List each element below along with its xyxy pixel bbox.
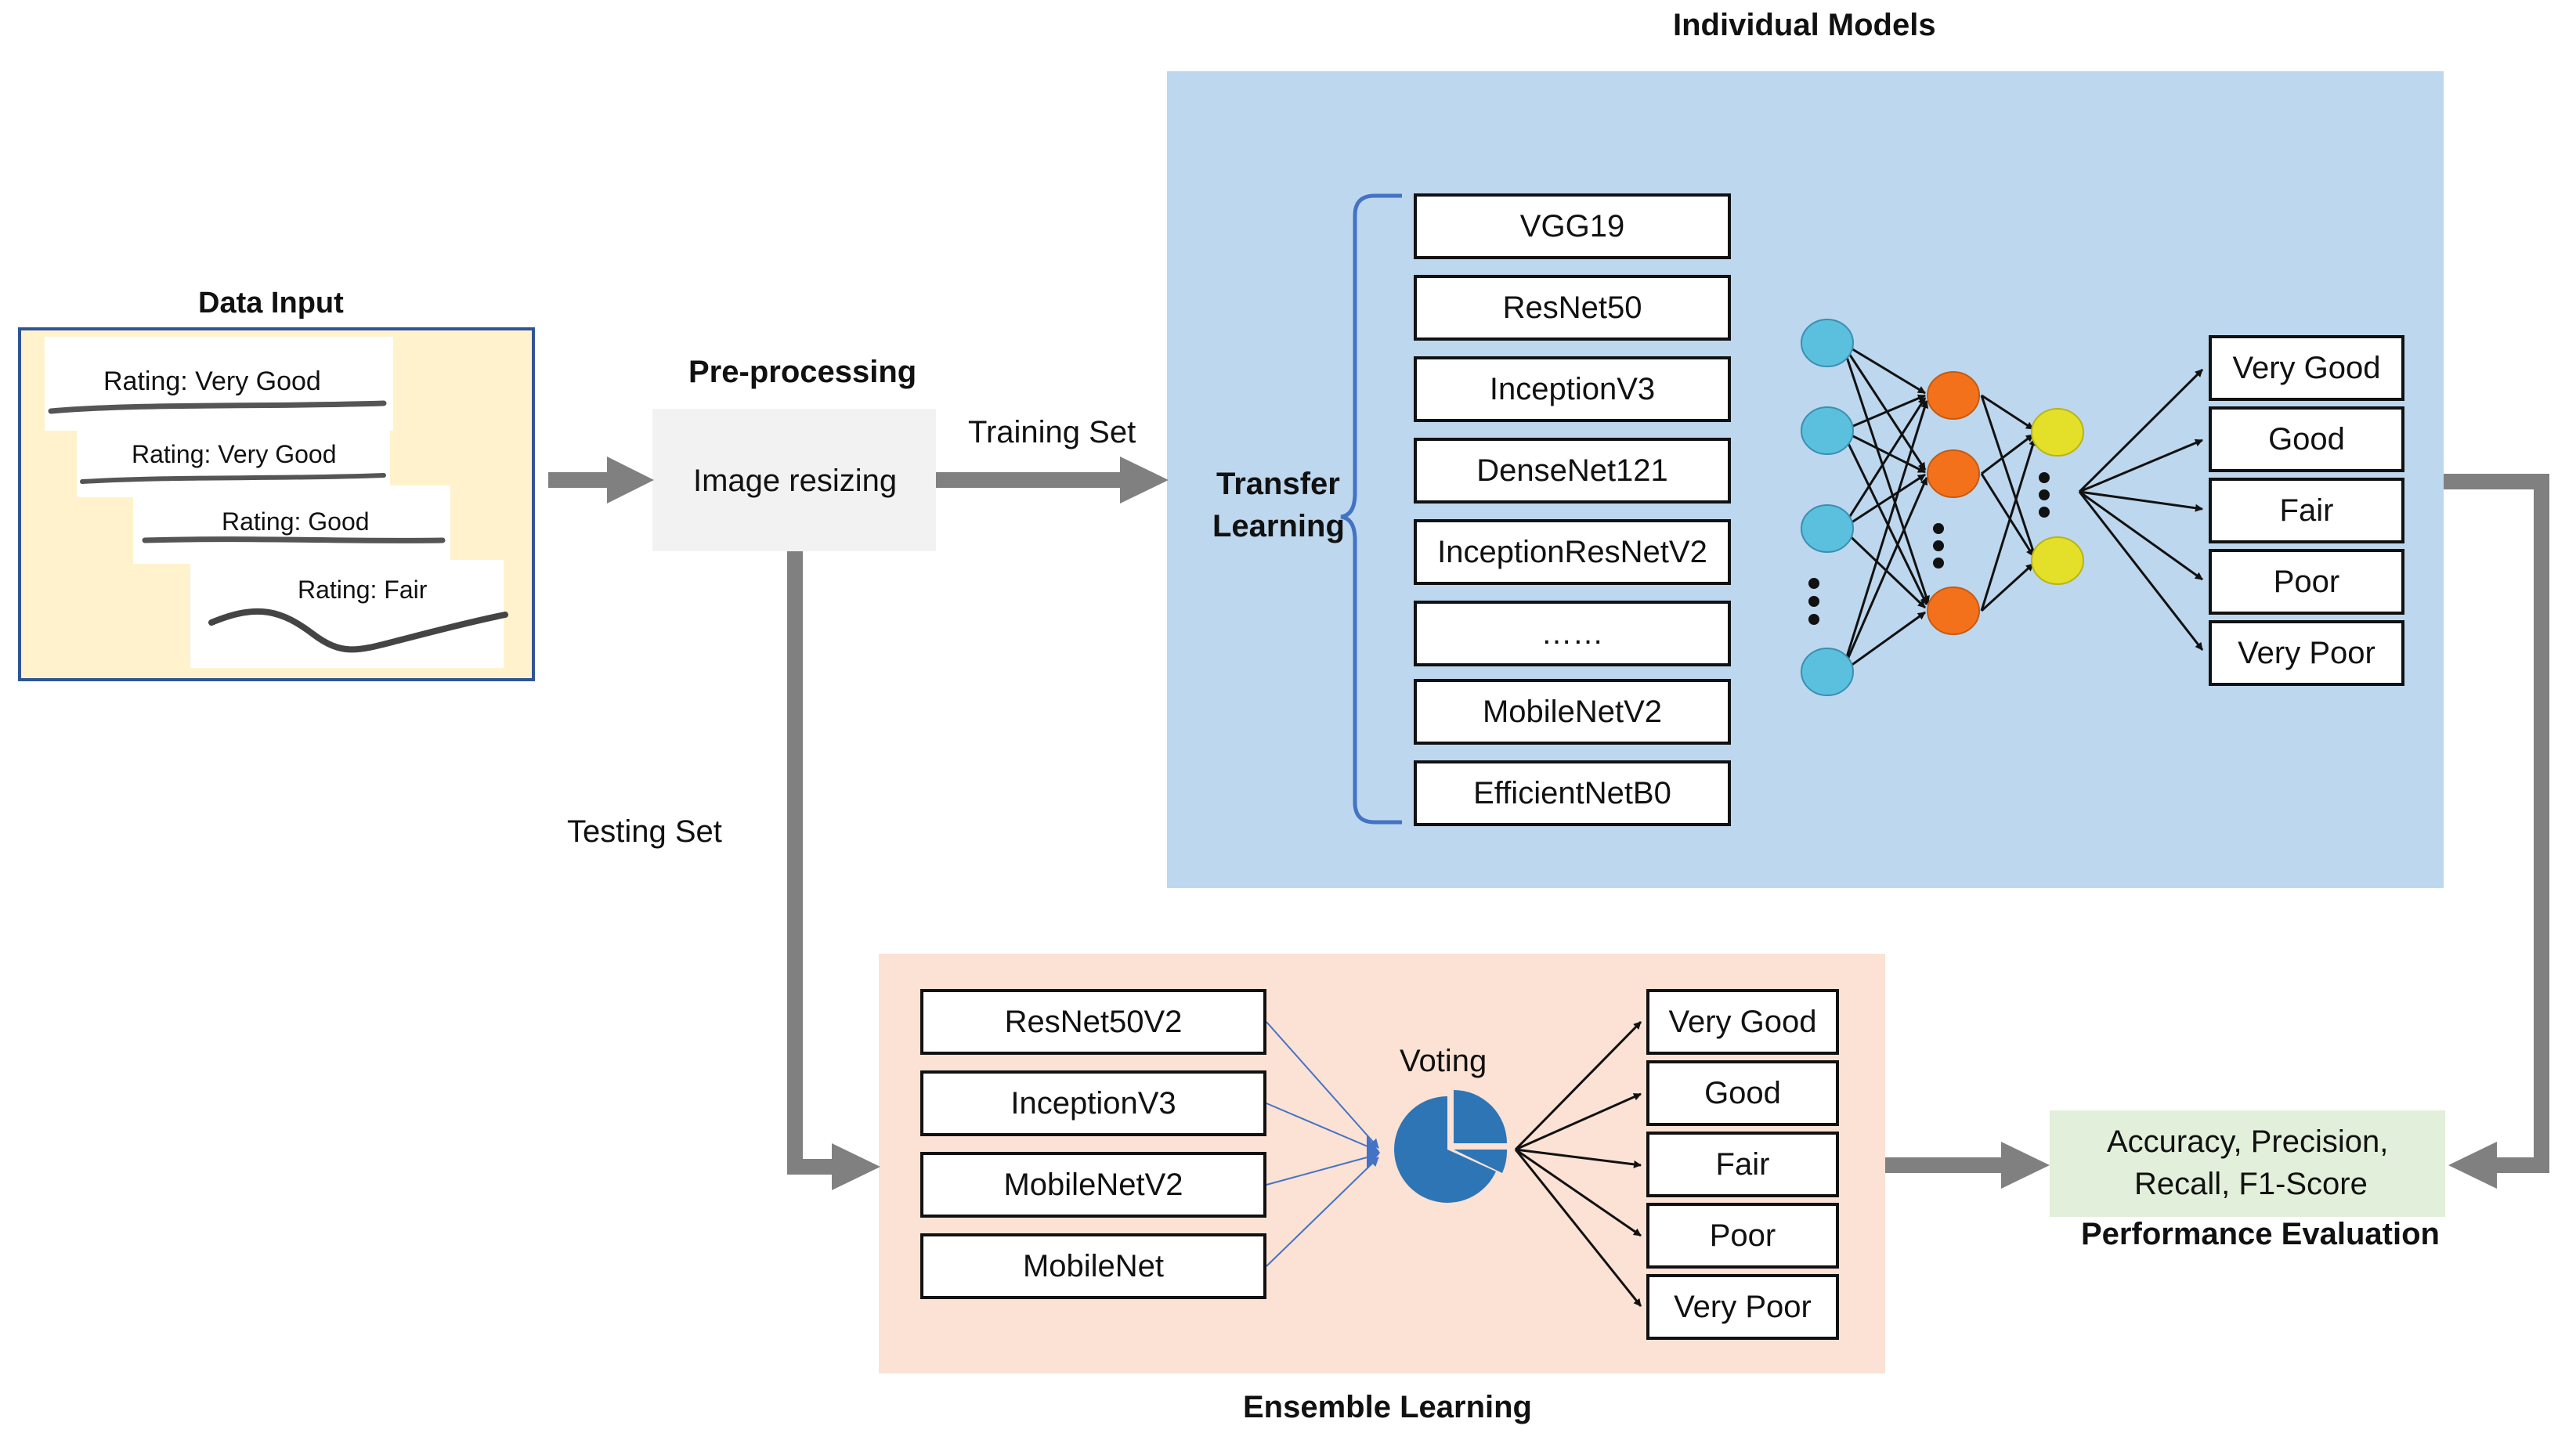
ensemble-model-box: ResNet50V2 (920, 989, 1266, 1055)
individual-model-box: InceptionV3 (1414, 356, 1731, 422)
sample-label: Rating: Very Good (132, 440, 337, 468)
sample-label: Rating: Good (222, 507, 370, 536)
ensemble-model-box: MobileNetV2 (920, 1152, 1266, 1218)
evaluation-metrics-line2: Recall, F1-Score (2134, 1167, 2368, 1201)
ellipsis-dots (1808, 472, 2050, 625)
individual-output-box: Very Poor (2209, 620, 2404, 686)
transfer-learning-label-line1: Transfer (1216, 467, 1340, 501)
evaluation-box (2050, 1110, 2445, 1217)
individual-model-box: …… (1414, 601, 1731, 666)
evaluation-metrics-line1: Accuracy, Precision, (2107, 1124, 2389, 1159)
individual-output-box: Good (2209, 406, 2404, 472)
performance-evaluation-title: Performance Evaluation (2081, 1217, 2440, 1251)
individual-model-box: MobileNetV2 (1414, 679, 1731, 745)
hidden-nodes (1927, 371, 1980, 635)
sample-label: Rating: Fair (298, 576, 428, 604)
testing-set-label: Testing Set (567, 814, 722, 849)
individual-model-box: DenseNet121 (1414, 438, 1731, 504)
preprocessing-title: Pre-processing (688, 355, 917, 389)
individual-output-box: Poor (2209, 549, 2404, 615)
neural-network (1841, 341, 2204, 673)
voting-pie-icon (1394, 1090, 1508, 1203)
sample-card (133, 485, 450, 564)
ensemble-to-voting-lines (1266, 1021, 1379, 1267)
ensemble-learning-title: Ensemble Learning (1243, 1390, 1532, 1424)
individual-models-title: Individual Models (1673, 8, 1936, 42)
ensemble-output-box: Good (1646, 1060, 1839, 1126)
individual-model-box: ResNet50 (1414, 275, 1731, 341)
ensemble-output-box: Fair (1646, 1132, 1839, 1197)
transfer-learning-label-line2: Learning (1212, 509, 1345, 543)
handwriting-strokes (48, 400, 508, 653)
voting-arrowhead (1367, 1135, 1380, 1170)
output-nodes (2031, 408, 2084, 585)
individual-model-box: VGG19 (1414, 193, 1731, 259)
input-nodes (1801, 319, 1854, 696)
individual-model-box: InceptionResNetV2 (1414, 519, 1731, 585)
data-input-title: Data Input (198, 287, 344, 319)
individual-output-box: Fair (2209, 478, 2404, 543)
sample-card (77, 419, 390, 497)
preprocess-box (652, 409, 936, 551)
training-set-label: Training Set (968, 415, 1136, 449)
individual-model-box: EfficientNetB0 (1414, 760, 1731, 826)
individual-output-box: Very Good (2209, 335, 2404, 401)
preprocessing-step: Image resizing (693, 464, 898, 498)
ensemble-output-box: Very Poor (1646, 1274, 1839, 1340)
transfer-brace (1340, 193, 1402, 825)
voting-label: Voting (1400, 1044, 1487, 1078)
voting-to-output-lines (1514, 1020, 1642, 1307)
ensemble-model-box: InceptionV3 (920, 1070, 1266, 1136)
ensemble-output-box: Very Good (1646, 989, 1839, 1055)
flow-arrows (548, 457, 2549, 1190)
sample-label: Rating: Very Good (103, 366, 321, 396)
ensemble-model-box: MobileNet (920, 1233, 1266, 1299)
sample-card (45, 337, 393, 431)
ensemble-output-box: Poor (1646, 1203, 1839, 1269)
